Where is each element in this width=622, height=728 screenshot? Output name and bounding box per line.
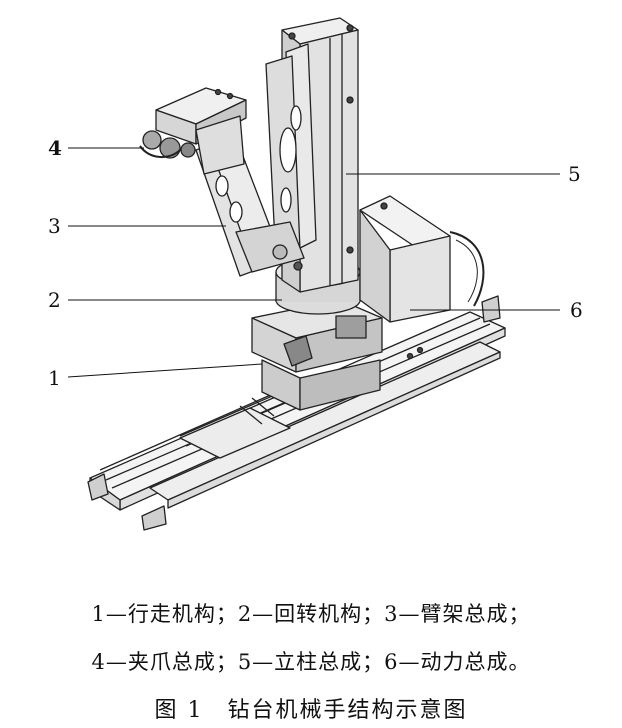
callout-5: 5 [568,162,581,186]
callout-3: 3 [48,214,61,238]
callout-2: 2 [48,288,61,312]
legend-line-2: 4—夹爪总成；5—立柱总成；6—动力总成。 [91,650,531,674]
callout-1: 1 [48,366,61,390]
figure-caption: 图 1 钻台机械手结构示意图 [154,698,468,723]
robot-structure-drawing [67,17,560,531]
power-unit [359,195,485,360]
legend-line-1: 1—行走机构；2—回转机构；3—臂架总成； [91,602,531,626]
callout-4: 4 [48,136,62,160]
leader-line-1 [67,363,263,378]
walking-base-rails [87,295,506,531]
gripper-assembly [139,87,247,175]
leader-lines [67,147,560,378]
boom-assembly [195,43,317,277]
callout-6: 6 [570,298,583,322]
